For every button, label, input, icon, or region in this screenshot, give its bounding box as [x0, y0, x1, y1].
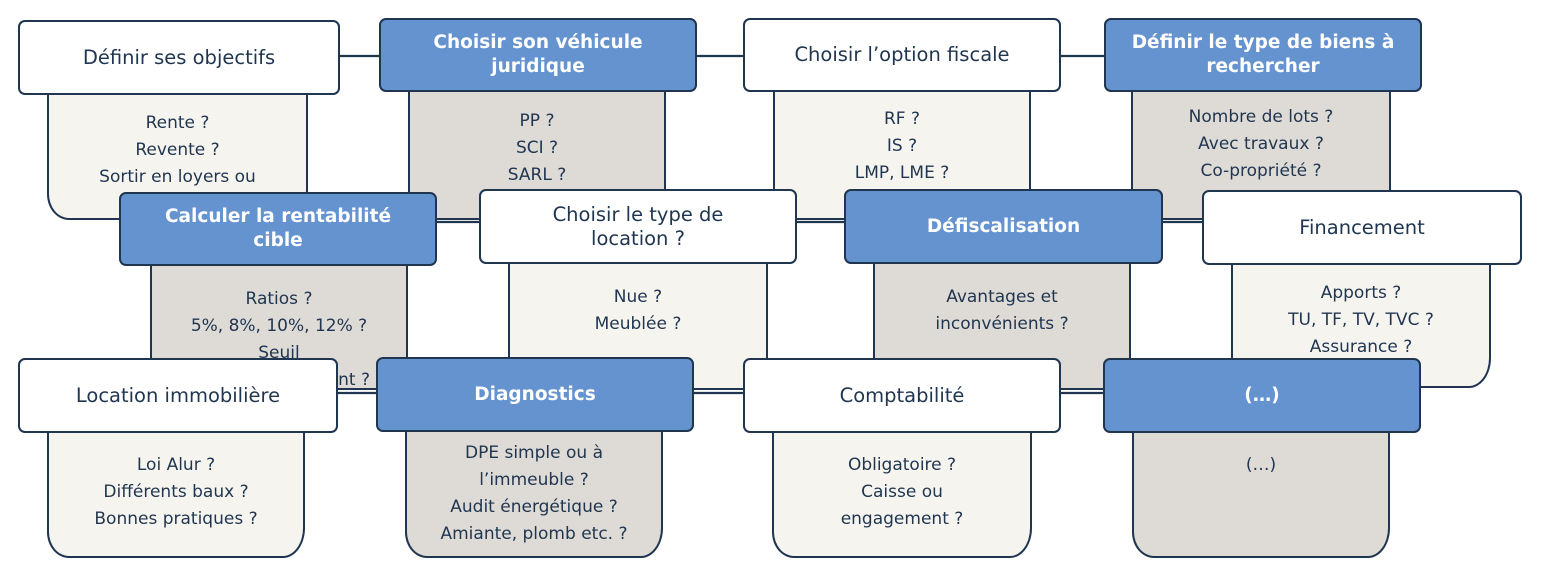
- item-list: Loi Alur ? Différents baux ? Bonnes prat…: [49, 452, 303, 533]
- note-item: IS ?: [886, 136, 918, 156]
- header: Définir ses objectifs: [18, 20, 340, 95]
- note-item: RF ?: [883, 109, 921, 129]
- item-list: (…): [1134, 452, 1388, 479]
- note-item: Rente ?: [145, 113, 210, 133]
- item-list: DPE simple ou à l’immeuble ? Audit énerg…: [407, 440, 661, 548]
- note-item: Nombre de lots ?: [1188, 107, 1334, 127]
- note-item: Ratios ?: [245, 289, 313, 309]
- note: (…): [1132, 420, 1390, 558]
- header-line: Calculer la rentabilité: [164, 206, 392, 227]
- header-line: Location immobilière: [75, 383, 281, 407]
- item-list: Obligatoire ? Caisse ou engagement ?: [774, 452, 1030, 533]
- item-list: Nombre de lots ? Avec travaux ? Co-propr…: [1133, 104, 1389, 212]
- item-list: Avantages et inconvénients ?: [875, 284, 1129, 338]
- note-item: Obligatoire ?: [847, 455, 957, 475]
- note-item: Avec travaux ?: [1198, 134, 1324, 154]
- note: DPE simple ou à l’immeuble ? Audit énerg…: [405, 420, 663, 558]
- note-item: TU, TF, TV, TVC ?: [1288, 310, 1434, 330]
- item-list: RF ? IS ? LMP, LME ?: [775, 106, 1029, 187]
- note-item: engagement ?: [840, 509, 964, 529]
- note-item: inconvénients ?: [935, 314, 1069, 334]
- note-item: Caisse ou: [861, 482, 943, 502]
- note-item: PP ?: [519, 111, 555, 131]
- header-line: Financement: [1299, 215, 1425, 239]
- header-line: cible: [253, 230, 303, 251]
- header-line: Comptabilité: [839, 383, 965, 407]
- header-line: Choisir le type de: [552, 202, 724, 226]
- header: Définir le type de biens à rechercher: [1104, 18, 1422, 92]
- note-item: DPE simple ou à: [464, 443, 603, 463]
- item-list: Rente ? Revente ? Sortir en loyers ou: [49, 110, 306, 191]
- header-line: Choisir son véhicule: [433, 32, 643, 53]
- note-item: Amiante, plomb etc. ?: [440, 524, 628, 544]
- note-item: 5%, 8%, 10%, 12% ?: [190, 316, 368, 336]
- note-item: SCI ?: [515, 138, 559, 158]
- header: Comptabilité: [743, 358, 1061, 433]
- note-item: (…): [1245, 455, 1277, 475]
- note: Obligatoire ? Caisse ou engagement ?: [772, 420, 1032, 558]
- note-item: Revente ?: [135, 140, 220, 160]
- header: Financement: [1202, 190, 1522, 265]
- note-item: Apports ?: [1320, 283, 1402, 303]
- header: Défiscalisation: [844, 189, 1163, 264]
- header: Choisir l’option fiscale: [743, 18, 1061, 92]
- note-item: Assurance ?: [1309, 337, 1413, 357]
- note-item: l’immeuble ?: [479, 470, 589, 490]
- header-line: juridique: [491, 56, 585, 77]
- note-item: Avantages et: [946, 287, 1058, 307]
- header-line: Choisir l’option fiscale: [794, 43, 1010, 66]
- header: Location immobilière: [18, 358, 338, 433]
- header-line: Défiscalisation: [926, 215, 1081, 237]
- note: Loi Alur ? Différents baux ? Bonnes prat…: [47, 420, 305, 558]
- note-item: SARL ?: [507, 165, 567, 185]
- item-list: Apports ? TU, TF, TV, TVC ? Assurance ?: [1233, 280, 1489, 361]
- header-line: location ?: [591, 226, 685, 250]
- note-item: Nue ?: [613, 287, 663, 307]
- note-item: Co-propriété ?: [1200, 161, 1322, 181]
- note-item: Différents baux ?: [103, 482, 249, 502]
- header-line: rechercher: [1206, 56, 1320, 77]
- note-item: Meublée ?: [594, 314, 682, 334]
- header-line: Définir ses objectifs: [82, 45, 276, 69]
- header: Diagnostics: [376, 357, 694, 432]
- header-line: Diagnostics: [474, 383, 596, 405]
- header: Choisir son véhicule juridique: [379, 18, 697, 92]
- header-line: Définir le type de biens à: [1131, 32, 1395, 53]
- item-list: PP ? SCI ? SARL ?: [410, 108, 664, 189]
- note-item: Loi Alur ?: [136, 455, 216, 475]
- header: (…): [1103, 358, 1421, 433]
- note-item: LMP, LME ?: [854, 163, 950, 183]
- item-list: Nue ? Meublée ?: [510, 284, 766, 338]
- note-item: Audit énergétique ?: [450, 497, 618, 517]
- header: Choisir le type de location ?: [479, 189, 797, 264]
- note-item: Sortir en loyers ou: [99, 167, 256, 187]
- note-item: Bonnes pratiques ?: [94, 509, 258, 529]
- header: Calculer la rentabilité cible: [119, 192, 437, 266]
- note-item: nt ?: [338, 370, 370, 390]
- header-line: (…): [1244, 384, 1280, 406]
